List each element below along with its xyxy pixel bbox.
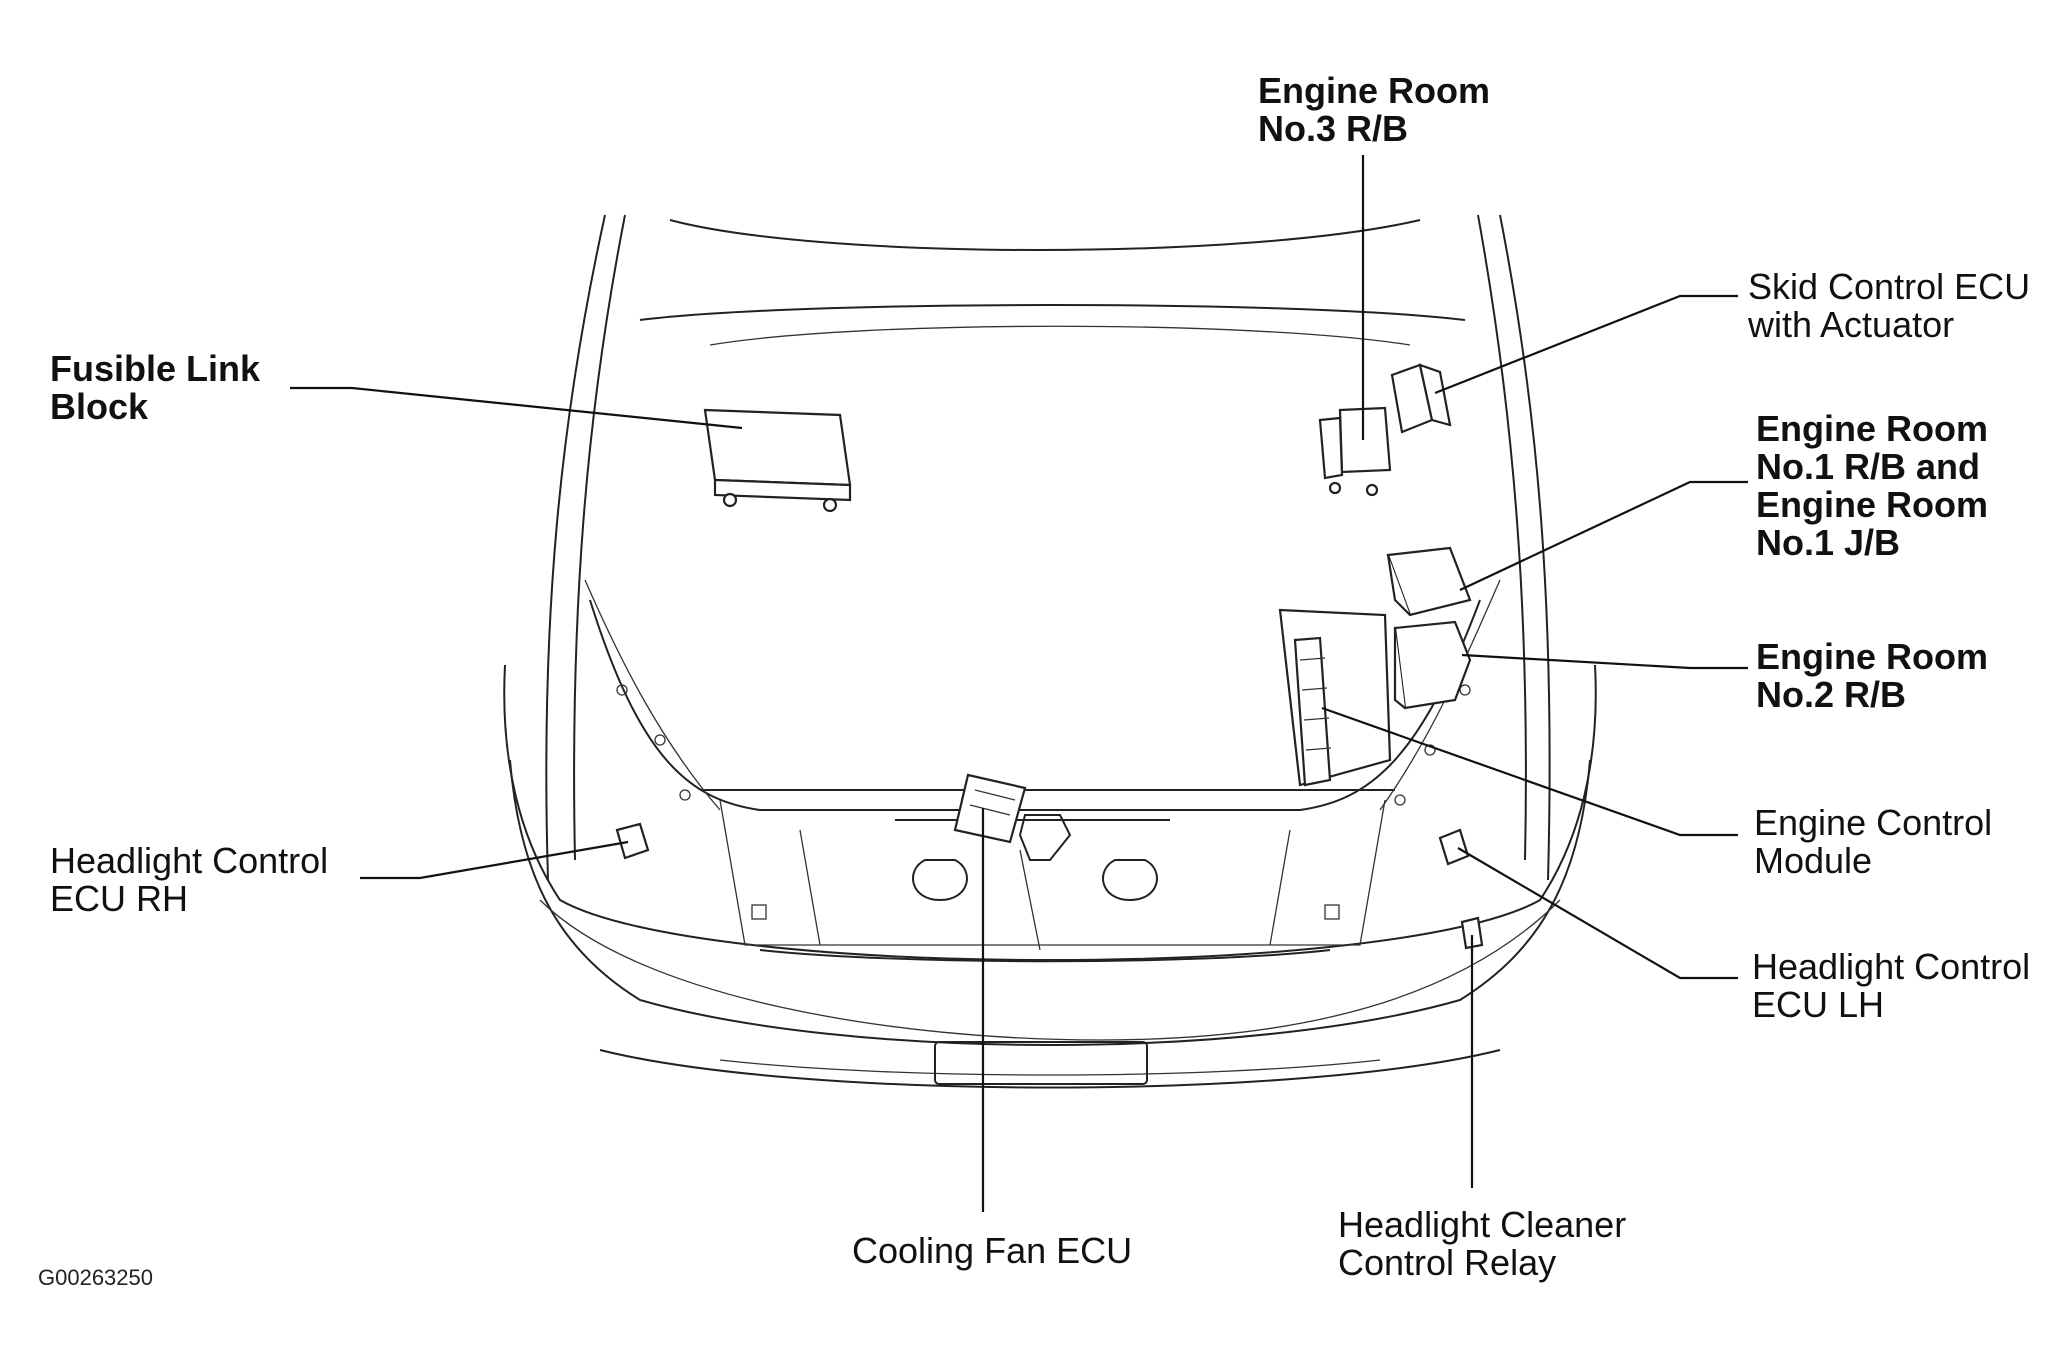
label-line: Engine Room (1756, 484, 1988, 525)
label-line: with Actuator (1748, 304, 1955, 345)
leader-engine-control (1321, 706, 1738, 837)
label-line: Module (1754, 840, 1873, 881)
fusible-link-block-part (703, 408, 852, 513)
label-fusible-link-block: Fusible Link Block (50, 350, 260, 426)
headlight-control-ecu-lh-part (1438, 828, 1470, 866)
label-line: Engine Room (1258, 70, 1490, 111)
label-line: Headlight Control (1752, 946, 2031, 987)
skid-control-ecu-part (1390, 363, 1452, 434)
label-engine-control-module: Engine Control Module (1754, 804, 1992, 880)
leader-engine-room-2 (1461, 653, 1748, 670)
label-line: No.3 R/B (1258, 108, 1409, 149)
label-line: Headlight Cleaner (1338, 1204, 1627, 1245)
car-body-outline (503, 214, 1597, 1089)
label-line: Engine Room (1756, 408, 1988, 449)
engine-room-no1-rb-part (1386, 546, 1472, 617)
label-line: No.1 J/B (1756, 522, 1901, 563)
label-cooling-fan-ecu: Cooling Fan ECU (852, 1232, 1132, 1270)
label-engine-room-no2-rb: Engine Room No.2 R/B (1756, 638, 1988, 714)
label-line: Cooling Fan ECU (852, 1230, 1133, 1271)
leader-headlight-rh (360, 840, 629, 880)
label-line: ECU RH (50, 878, 189, 919)
label-engine-room-no3-rb: Engine Room No.3 R/B (1258, 72, 1490, 148)
leader-headlight-lh (1457, 847, 1738, 980)
label-line: No.1 R/B and (1756, 446, 1981, 487)
leader-lines (290, 155, 1748, 1212)
figure-id: G00263250 (38, 1265, 153, 1290)
label-line: Block (50, 386, 149, 427)
leader-engine-room-1 (1459, 480, 1748, 591)
label-line: Control Relay (1338, 1242, 1557, 1283)
cooling-fan-ecu-part (953, 773, 1027, 844)
headlight-control-ecu-rh-part (615, 822, 650, 860)
leader-fusible-link (290, 386, 743, 430)
label-line: Headlight Control (50, 840, 329, 881)
leader-skid-control (1434, 294, 1738, 395)
label-line: ECU LH (1752, 984, 1885, 1025)
label-skid-control-ecu: Skid Control ECU with Actuator (1748, 268, 2030, 344)
engine-room-no2-rb-part (1393, 620, 1472, 710)
label-line: Skid Control ECU (1748, 266, 2031, 307)
label-line: Engine Control (1754, 802, 1993, 843)
label-line: No.2 R/B (1756, 674, 1907, 715)
engine-control-module-part (1278, 608, 1392, 787)
label-headlight-control-ecu-rh: Headlight Control ECU RH (50, 842, 328, 918)
headlight-cleaner-relay-part (1460, 916, 1484, 950)
engine-room-no3-rb-part (1318, 406, 1392, 497)
label-engine-room-no1-rb-jb: Engine Room No.1 R/B and Engine Room No.… (1756, 410, 1988, 562)
label-line: Engine Room (1756, 636, 1988, 677)
label-headlight-cleaner-relay: Headlight Cleaner Control Relay (1338, 1206, 1626, 1282)
label-headlight-control-ecu-lh: Headlight Control ECU LH (1752, 948, 2030, 1024)
label-line: Fusible Link (50, 348, 261, 389)
